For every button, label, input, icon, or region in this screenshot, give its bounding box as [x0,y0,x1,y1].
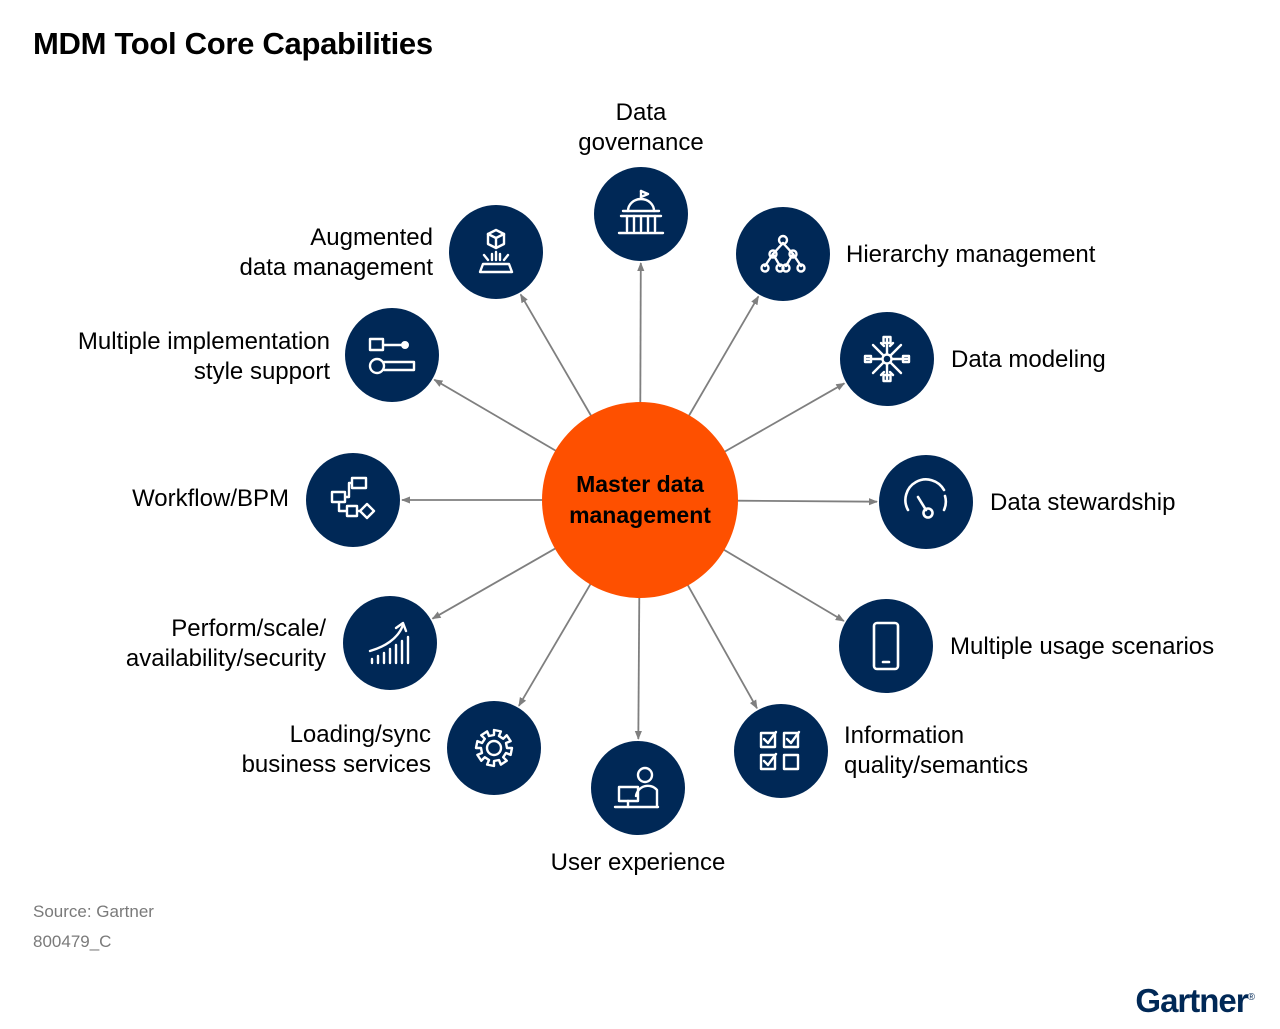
label-hierarchy-management: Hierarchy management [846,240,1095,270]
user-at-computer-icon [613,766,660,809]
workflow-flowchart-icon [330,476,376,520]
gear-icon [474,728,514,768]
label-line: Multiple implementation [77,328,330,355]
node-multiple-usage-scenarios [839,599,933,693]
hub-label-line: management [569,502,711,528]
connector-lines [401,262,878,740]
node-data-stewardship [879,455,973,549]
label-line: business services [241,751,431,778]
label-line: Data modeling [951,346,1106,373]
connector-arrow-multiple-usage-scenarios [722,548,845,622]
node-circle [879,455,973,549]
label-line: Information [844,722,965,749]
node-circle [306,453,400,547]
label-line: Data [615,99,667,126]
node-data-governance [594,167,688,261]
label-line: quality/semantics [844,752,1029,779]
label-user-experience: User experience [488,848,788,878]
label-data-stewardship: Data stewardship [990,488,1175,518]
label-multiple-implementation: Multiple implementation style support [78,327,330,387]
trending-bars-icon [368,621,410,665]
capability-nodes [306,167,973,835]
capitol-building-icon [617,189,665,235]
connector-arrow-data-stewardship [735,498,878,506]
hub-label-line: Master data [576,471,704,497]
node-multiple-implementation [345,308,439,402]
augmented-cube-icon [478,228,514,274]
label-perform-scale: Perform/scale/availability/security [126,614,326,674]
logo-text: Gartner [1135,982,1248,1019]
connector-arrow-augmented-data-management [519,293,593,418]
node-perform-scale [343,596,437,690]
label-line: style support [193,358,330,385]
label-line: governance [578,129,704,156]
source-note: Source: Gartner [33,902,154,921]
snowflake-network-icon [863,335,911,383]
label-line: Loading/sync [289,721,431,748]
figure-code: 800479_C [33,932,112,951]
node-information-quality [734,704,828,798]
node-circle [734,704,828,798]
node-loading-sync [447,701,541,795]
label-line: Data stewardship [990,489,1176,516]
label-data-modeling: Data modeling [951,345,1106,375]
connector-arrow-multiple-implementation [433,378,558,453]
label-line: Augmented [310,224,433,251]
node-circle [839,599,933,693]
label-line: data management [239,254,433,281]
label-augmented-data-management: Augmented data management [240,223,433,283]
connector-arrow-user-experience [634,595,642,740]
logo-registered-mark: ® [1247,992,1255,1003]
node-data-modeling [840,312,934,406]
label-line: availability/security [125,645,326,672]
node-circle [345,308,439,402]
connector-arrow-perform-scale [431,546,558,620]
node-hierarchy-management [736,207,830,301]
label-line: Workflow/BPM [132,485,289,512]
hierarchy-tree-icon [760,234,806,273]
page-title: MDM Tool Core Capabilities [33,26,433,61]
gartner-logo: Gartner® [1135,982,1255,1020]
label-line: Hierarchy management [846,241,1096,268]
connector-arrow-information-quality [686,583,758,710]
node-augmented-data-management [449,205,543,299]
hub-label: Master data management [542,469,738,531]
node-circle [840,312,934,406]
label-multiple-usage-scenarios: Multiple usage scenarios [950,632,1214,662]
node-circle [447,701,541,795]
node-user-experience [591,741,685,835]
connector-arrow-data-modeling [722,382,846,454]
node-workflow-bpm [306,453,400,547]
label-data-governance: Data governance [491,98,791,158]
connector-arrow-loading-sync [518,582,593,707]
label-line: Multiple usage scenarios [950,633,1215,660]
master-data-management-hub [542,402,738,598]
connector-arrow-data-governance [637,262,645,405]
node-circle [736,207,830,301]
mobile-device-icon [872,621,900,671]
gauge-icon [904,478,948,519]
label-line: User experience [550,849,726,876]
checklist-icon [759,730,801,771]
label-workflow-bpm: Workflow/BPM [132,484,289,514]
label-loading-sync: Loading/sync business services [242,720,431,780]
node-circle [594,167,688,261]
label-line: Perform/scale/ [171,615,326,642]
connector-arrow-hierarchy-management [687,295,760,418]
label-information-quality: Information quality/semantics [844,721,1028,781]
toggle-keys-icon [368,337,416,375]
